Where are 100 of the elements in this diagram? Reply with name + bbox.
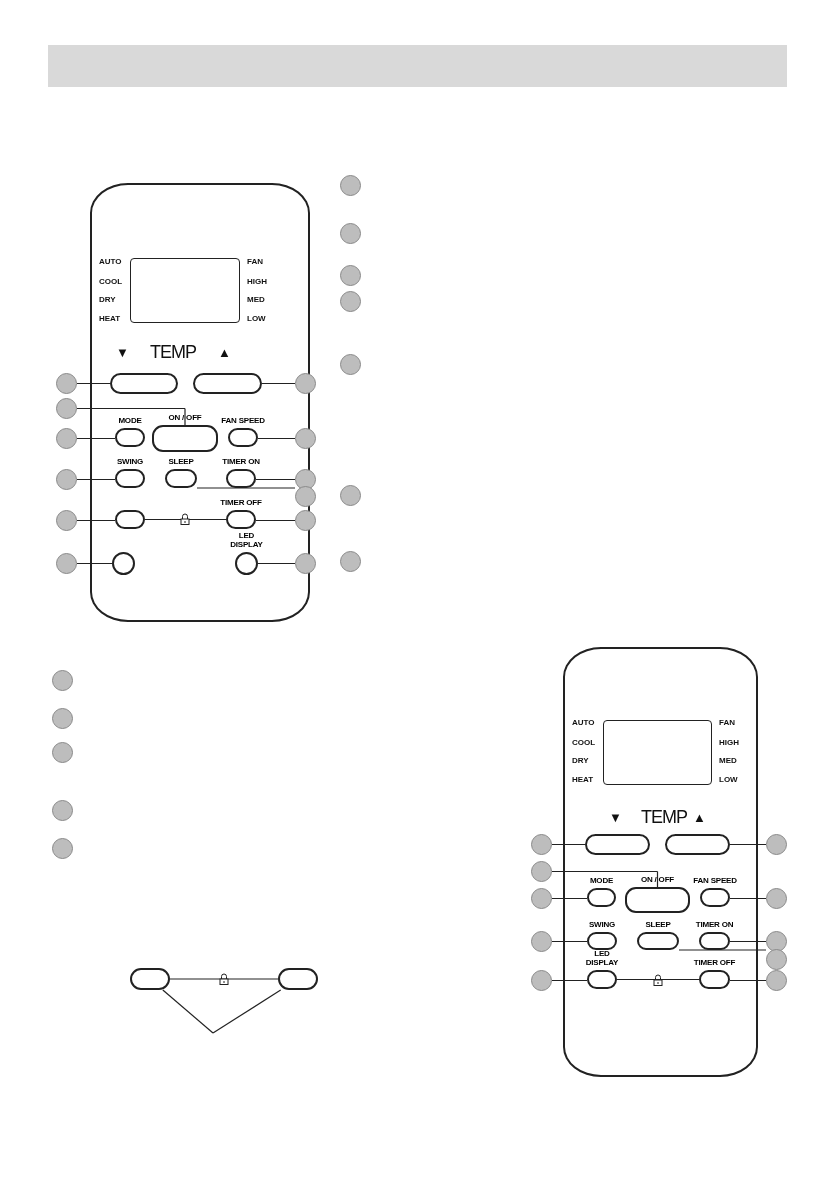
- remote-body: [563, 647, 758, 1077]
- button-label: SLEEP: [168, 457, 194, 466]
- leader-line: [162, 989, 214, 1034]
- display-label: HEAT: [572, 776, 594, 784]
- callout-circle: [531, 861, 552, 882]
- leader-line: [678, 949, 767, 951]
- display-label: AUTO: [99, 258, 122, 266]
- leader-line: [616, 978, 700, 981]
- up-arrow-symbol: ▲: [218, 345, 231, 359]
- leader-line: [76, 478, 116, 481]
- display-label: DRY: [99, 296, 116, 304]
- leader-line: [551, 940, 588, 943]
- callout-circle: [52, 670, 73, 691]
- callout-circle: [52, 708, 73, 729]
- button-label: SWING: [588, 920, 616, 929]
- callout-circle: [52, 838, 73, 859]
- callout-circle: [340, 291, 361, 312]
- callout-circle: [531, 970, 552, 991]
- button-label: FAN SPEED: [693, 876, 737, 885]
- button-label: TIMER OFF: [220, 498, 262, 507]
- button-label: LED DISPLAY: [229, 531, 264, 549]
- callout-circle: [56, 398, 77, 419]
- button-label: SWING: [116, 457, 144, 466]
- leader-line: [729, 940, 767, 943]
- callout-circle: [56, 428, 77, 449]
- up-arrow-symbol: ▲: [693, 810, 706, 824]
- callout-circle: [295, 510, 316, 531]
- display-label: DRY: [572, 757, 589, 765]
- button-label: MODE: [118, 416, 142, 425]
- callout-circle: [340, 354, 361, 375]
- leader-line: [551, 870, 659, 888]
- button-label: TIMER ON: [222, 457, 260, 466]
- button-label: TIMER ON: [695, 920, 734, 929]
- leader-line: [257, 437, 296, 440]
- display-label: COOL: [99, 278, 123, 286]
- remote-button: [110, 373, 178, 394]
- callout-circle: [340, 485, 361, 506]
- callout-circle: [295, 469, 316, 490]
- leader-line: [729, 897, 767, 900]
- remote-button: [112, 552, 135, 575]
- button-label: MODE: [589, 876, 614, 885]
- leader-line: [551, 979, 588, 982]
- display-label: AUTO: [572, 719, 595, 727]
- down-arrow-symbol: ▼: [116, 345, 129, 359]
- callout-circle: [766, 888, 787, 909]
- button-label: LED DISPLAY: [585, 949, 619, 967]
- callout-circle: [56, 553, 77, 574]
- button-label: TIMER OFF: [693, 958, 736, 967]
- remote-button: [193, 373, 262, 394]
- callout-circle: [295, 428, 316, 449]
- callout-circle: [52, 742, 73, 763]
- callout-circle: [766, 931, 787, 952]
- remote-button: [115, 510, 145, 529]
- callout-circle: [295, 553, 316, 574]
- leader-line: [169, 978, 279, 980]
- remote-button: [585, 834, 650, 855]
- button-label: FAN SPEED: [221, 416, 265, 425]
- display-screen: [130, 258, 240, 323]
- leader-line: [212, 989, 282, 1034]
- leader-line: [196, 487, 296, 489]
- callout-circle: [56, 469, 77, 490]
- temp-label: TEMP: [150, 343, 196, 361]
- leader-line: [255, 519, 296, 522]
- callout-circle: [531, 931, 552, 952]
- leader-line: [144, 518, 227, 521]
- remote-button: [665, 834, 730, 855]
- callout-circle: [56, 373, 77, 394]
- leader-line: [76, 562, 113, 565]
- leader-line: [76, 382, 111, 385]
- display-label: COOL: [572, 739, 596, 747]
- leader-line: [729, 979, 767, 982]
- callout-circle: [56, 510, 77, 531]
- callout-circle: [340, 175, 361, 196]
- leader-line: [729, 843, 767, 846]
- remote-button: [130, 968, 170, 990]
- callout-circle: [340, 223, 361, 244]
- callout-circle: [531, 888, 552, 909]
- callout-circle: [766, 949, 787, 970]
- leader-line: [257, 562, 296, 565]
- leader-line: [76, 407, 186, 426]
- remote-button: [278, 968, 318, 990]
- callout-circle: [531, 834, 552, 855]
- callout-circle: [340, 551, 361, 572]
- temp-label: TEMP: [641, 808, 687, 826]
- down-arrow-symbol: ▼: [609, 810, 622, 824]
- leader-line: [76, 519, 116, 522]
- button-label: ON / OFF: [168, 413, 202, 422]
- button-label: SLEEP: [645, 920, 671, 929]
- callout-circle: [340, 265, 361, 286]
- callout-circle: [52, 800, 73, 821]
- callout-circle: [295, 373, 316, 394]
- leader-line: [551, 897, 588, 900]
- callout-circle: [766, 970, 787, 991]
- display-label: HEAT: [99, 315, 121, 323]
- leader-line: [261, 382, 296, 385]
- leader-line: [551, 843, 586, 846]
- leader-line: [76, 437, 116, 440]
- callout-circle: [295, 486, 316, 507]
- leader-line: [255, 478, 296, 481]
- callout-circle: [766, 834, 787, 855]
